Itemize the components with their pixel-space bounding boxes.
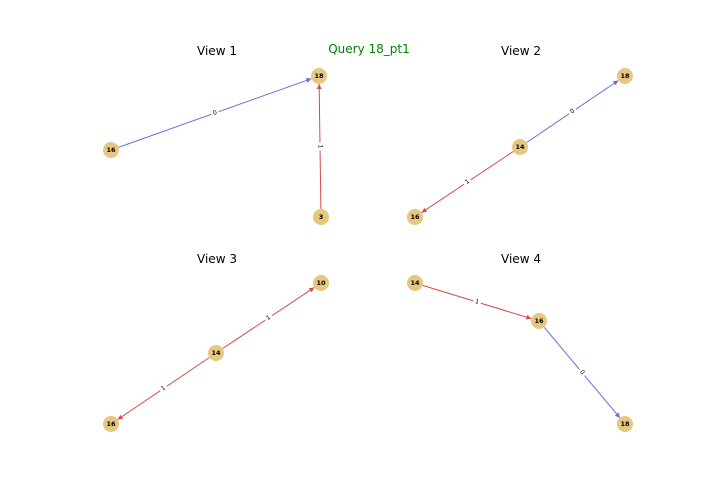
node-14: [208, 345, 224, 361]
node-label: 3: [319, 213, 324, 221]
edge-label: 0: [212, 109, 218, 117]
node-label: 16: [534, 317, 544, 325]
edge-label: 1: [316, 145, 323, 149]
node-label: 16: [410, 213, 420, 221]
view-4-graph: 1 0 14 16 18: [407, 275, 633, 432]
view-1-graph: 0 1 18 16 3: [103, 68, 329, 225]
view-1-title: View 1: [197, 44, 237, 58]
edge-label: 1: [464, 178, 471, 186]
node-label: 18: [620, 420, 630, 428]
figure-title: Query 18_pt1: [328, 42, 410, 56]
view-4-title: View 4: [501, 252, 541, 266]
view-2-graph: 0 1 18 14 16: [407, 68, 633, 225]
view-3-title: View 3: [197, 252, 237, 266]
edge-label: 0: [569, 107, 576, 115]
edge-label: 1: [160, 384, 167, 392]
node-label: 18: [620, 72, 630, 80]
node-16: [407, 209, 423, 225]
edge-label: 1: [474, 298, 480, 306]
node-18: [617, 416, 633, 432]
node-label: 14: [410, 279, 420, 287]
node-14: [407, 275, 423, 291]
edge-label: 0: [578, 369, 586, 377]
node-10: [313, 275, 329, 291]
node-3: [313, 209, 329, 225]
node-label: 14: [515, 143, 525, 151]
node-18: [311, 68, 327, 84]
node-18: [617, 68, 633, 84]
node-label: 10: [316, 279, 326, 287]
view-3-graph: 1 1 10 14 16: [103, 275, 329, 432]
view-2-title: View 2: [501, 44, 541, 58]
node-label: 18: [314, 72, 324, 80]
node-16: [103, 142, 119, 158]
node-14: [512, 139, 528, 155]
node-label: 14: [211, 349, 221, 357]
node-16: [531, 313, 547, 329]
edge-label: 1: [265, 314, 272, 322]
node-16: [103, 416, 119, 432]
node-label: 16: [106, 146, 116, 154]
node-label: 16: [106, 420, 116, 428]
